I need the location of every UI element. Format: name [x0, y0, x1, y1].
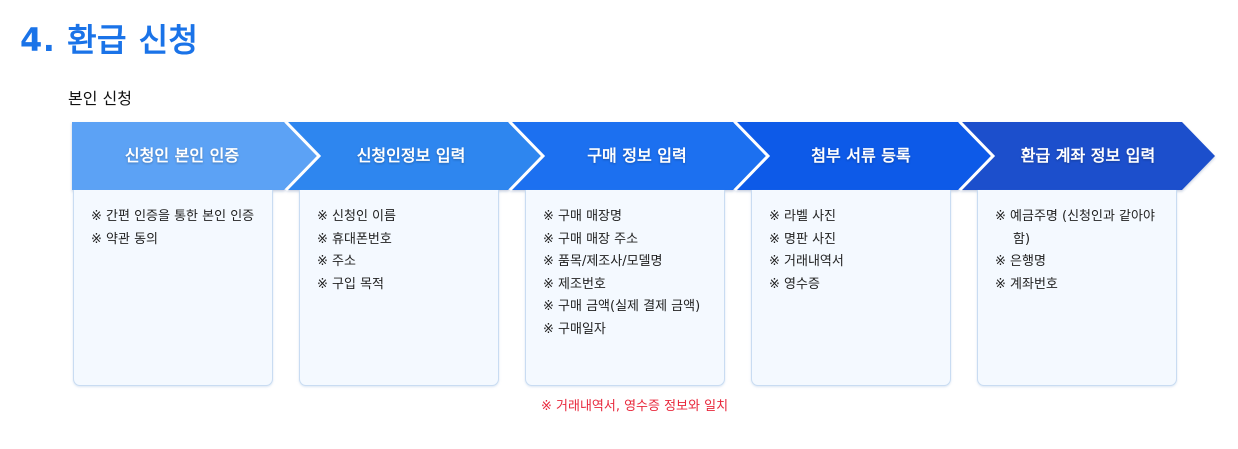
- step-arrow-3: [510, 122, 766, 190]
- card-item: ※ 약관 동의: [91, 231, 158, 247]
- card-item: ※ 거래내역서: [769, 254, 844, 269]
- step-arrow-1: [72, 122, 317, 190]
- card-item: ※ 구입 목적: [317, 276, 384, 292]
- step-label-1: 신청인 본인 인증: [124, 146, 240, 165]
- step-label-4: 첨부 서류 등록: [811, 146, 911, 165]
- purchase-info-note: ※ 거래내역서, 영수증 정보와 일치: [541, 396, 741, 418]
- card-item: ※ 품목/제조사/모델명: [543, 254, 663, 269]
- card-item: ※ 구매 매장명: [543, 209, 622, 224]
- card-item: ※ 구매 매장 주소: [543, 231, 639, 247]
- step-arrow-4: [735, 122, 991, 190]
- card-item: ※ 휴대폰번호: [317, 231, 392, 247]
- step-card-4: ※ 라벨 사진 ※ 명판 사진 ※ 거래내역서 ※ 영수증: [751, 190, 951, 386]
- card-item: ※ 라벨 사진: [769, 209, 836, 224]
- step-label-5: 환급 계좌 정보 입력: [1020, 146, 1156, 165]
- note-text: ※ 거래내역서, 영수증 정보와 일치: [541, 399, 729, 414]
- step-card-2: ※ 신청인 이름 ※ 휴대폰번호 ※ 주소 ※ 구입 목적: [299, 190, 499, 386]
- step-card-1: ※ 간편 인증을 통한 본인 인증 ※ 약관 동의: [73, 190, 273, 386]
- card-item: ※ 명판 사진: [769, 231, 836, 247]
- card-item: ※ 계좌번호: [995, 276, 1058, 292]
- card-item: ※ 은행명: [995, 254, 1046, 269]
- card-item: ※ 간편 인증을 통한 본인 인증: [91, 209, 255, 224]
- page-title: 4. 환급 신청: [20, 21, 199, 59]
- card-item: ※ 주소: [317, 254, 356, 269]
- step-label-3: 구매 정보 입력: [587, 146, 687, 165]
- section-subtitle: 본인 신청: [68, 89, 132, 108]
- card-item: ※ 제조번호: [543, 276, 606, 292]
- card-item: ※ 영수증: [769, 276, 820, 292]
- card-item: ※ 예금주명 (신청인과 같아야 함): [995, 209, 1155, 247]
- step-label-2: 신청인정보 입력: [356, 146, 466, 165]
- step-arrow-2: [286, 122, 541, 190]
- step-card-5: ※ 예금주명 (신청인과 같아야 함) ※ 은행명 ※ 계좌번호: [977, 190, 1177, 386]
- step-arrow-5: [960, 122, 1215, 190]
- step-card-3: ※ 구매 매장명 ※ 구매 매장 주소 ※ 품목/제조사/모델명 ※ 제조번호 …: [525, 190, 725, 386]
- card-item: ※ 구매일자: [543, 321, 606, 337]
- card-item: ※ 신청인 이름: [317, 209, 396, 224]
- card-item: ※ 구매 금액(실제 결제 금액): [543, 299, 701, 314]
